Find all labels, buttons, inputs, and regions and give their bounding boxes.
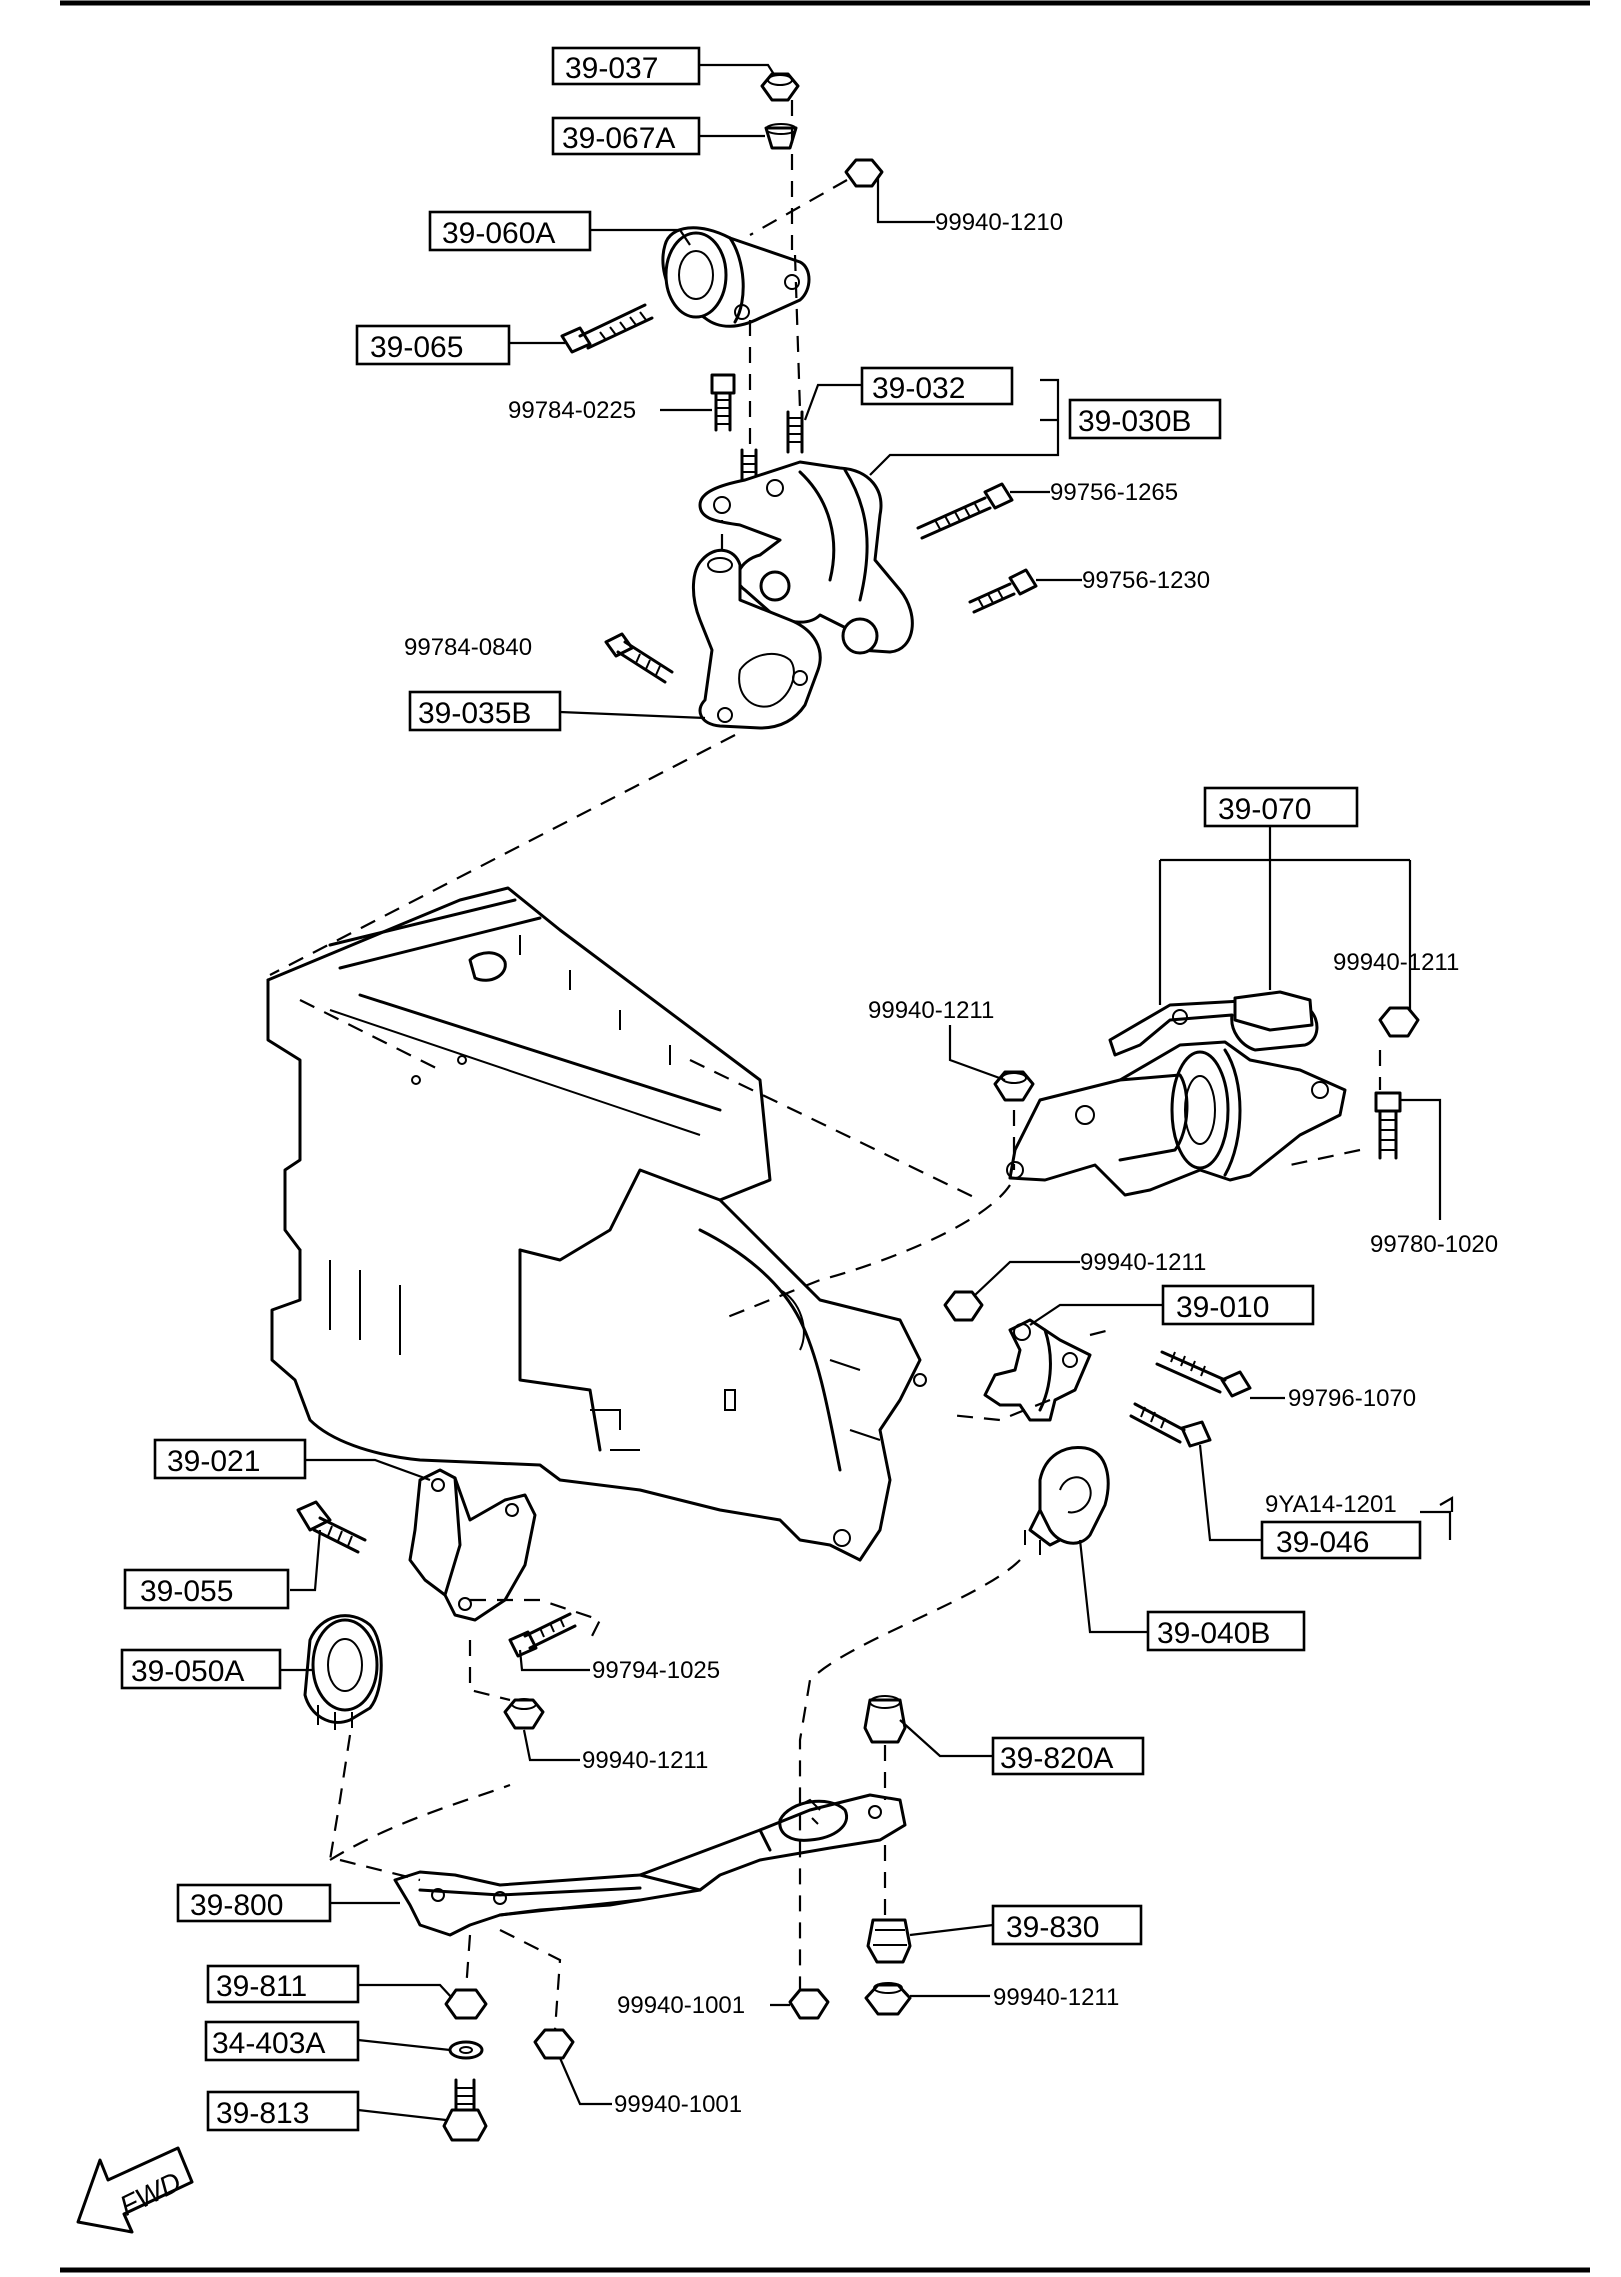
- mount-39-040B: [1024, 1445, 1110, 1555]
- svg-text:39-067A: 39-067A: [562, 122, 675, 155]
- nut-39-811: [444, 1988, 488, 2020]
- rubber-39-830: [866, 1918, 912, 1964]
- washer-39-067A: [764, 123, 798, 150]
- nut-99940-1211-upper-right: [1378, 1006, 1420, 1038]
- svg-text:39-030B: 39-030B: [1078, 405, 1191, 438]
- washer-34-403A: [448, 2040, 484, 2060]
- bolt-99784-0225: [710, 373, 736, 432]
- callout-39-813: 39-813: [206, 2090, 360, 2132]
- svg-text:39-040B: 39-040B: [1157, 1617, 1270, 1650]
- svg-text:39-021: 39-021: [167, 1445, 260, 1478]
- callout-39-037: 39-037: [551, 46, 701, 86]
- callout-39-067A: 39-067A: [551, 116, 701, 156]
- label-99794-1025: 99794-1025: [592, 1657, 720, 1684]
- svg-text:39-032: 39-032: [872, 372, 965, 405]
- nut-99940-1211-mount: [993, 1070, 1035, 1102]
- nut-99940-1001-center: [788, 1988, 830, 2020]
- bolt-39-055: [296, 1500, 367, 1554]
- bracket-39-030B: [698, 460, 914, 655]
- callout-39-070: 39-070: [1203, 786, 1359, 828]
- svg-text:39-811: 39-811: [216, 1970, 307, 2003]
- fwd-direction-arrow: FWD: [76, 2146, 194, 2234]
- engine-block-outline: [266, 886, 927, 1562]
- svg-text:39-070: 39-070: [1218, 793, 1311, 826]
- bolt-99756-1230: [968, 568, 1038, 614]
- svg-text:39-800: 39-800: [190, 1889, 283, 1922]
- svg-text:39-010: 39-010: [1176, 1291, 1269, 1324]
- label-99940-1210: 99940-1210: [935, 209, 1063, 236]
- callout-39-021: 39-021: [153, 1438, 307, 1480]
- callout-39-820A: 39-820A: [991, 1736, 1145, 1776]
- bracket-39-010: [983, 1318, 1092, 1422]
- svg-text:39-813: 39-813: [216, 2097, 309, 2130]
- label-99940-1211-lower-left: 99940-1211: [582, 1747, 708, 1774]
- bolt-39-065: [560, 303, 654, 354]
- callout-34-403A: 34-403A: [204, 2020, 360, 2062]
- assembly-dashed-lines: [269, 100, 1382, 2031]
- label-99940-1211-trans: 99940-1211: [1080, 1249, 1206, 1276]
- callout-39-050A: 39-050A: [120, 1648, 282, 1690]
- svg-text:39-060A: 39-060A: [442, 217, 555, 250]
- callout-39-800: 39-800: [176, 1883, 332, 1923]
- svg-text:39-035B: 39-035B: [418, 697, 531, 730]
- callout-39-830: 39-830: [991, 1904, 1143, 1946]
- rubber-39-820A: [863, 1695, 907, 1744]
- callout-39-040B: 39-040B: [1146, 1610, 1306, 1652]
- bolt-39-813: [442, 2078, 488, 2142]
- bolt-39-046: [1129, 1402, 1212, 1448]
- mount-39-070-bracket: [1108, 990, 1319, 1057]
- mount-39-070-body: [1006, 1040, 1347, 1197]
- bolt-99780-1020: [1374, 1091, 1402, 1160]
- nut-99940-1001-lower: [533, 2028, 575, 2060]
- bolt-99784-0840: [604, 632, 674, 684]
- label-99940-1001-lower: 99940-1001: [614, 2091, 742, 2118]
- label-99796-1070: 99796-1070: [1288, 1385, 1416, 1412]
- label-99756-1230: 99756-1230: [1082, 567, 1210, 594]
- callout-39-010: 39-010: [1161, 1284, 1315, 1326]
- label-99940-1211-mount: 99940-1211: [868, 997, 994, 1024]
- bolt-99756-1265: [916, 482, 1014, 540]
- svg-text:39-037: 39-037: [565, 52, 658, 85]
- svg-text:39-050A: 39-050A: [131, 1655, 244, 1688]
- upper-mount-39-060A: [661, 226, 811, 328]
- bolt-99796-1070: [1155, 1350, 1252, 1398]
- mount-39-050A: [303, 1614, 383, 1730]
- svg-text:39-820A: 39-820A: [1000, 1742, 1113, 1775]
- label-99784-0840: 99784-0840: [404, 634, 532, 661]
- nut-39-037: [760, 72, 800, 102]
- callout-39-030B: 39-030B: [1068, 398, 1222, 440]
- svg-text:39-055: 39-055: [140, 1575, 233, 1608]
- callout-39-032: 39-032: [860, 366, 1014, 406]
- callout-39-065: 39-065: [355, 324, 511, 366]
- callout-39-046: 39-046: [1260, 1520, 1422, 1560]
- svg-text:39-065: 39-065: [370, 331, 463, 364]
- nut-99940-1210: [844, 158, 884, 188]
- leader-lines: [280, 63, 1454, 2122]
- nut-99940-1211-lower-left: [503, 1698, 545, 1730]
- nut-99940-1211-trans: [943, 1290, 984, 1322]
- callout-39-811: 39-811: [206, 1964, 360, 2004]
- bracket-39-021: [408, 1468, 537, 1622]
- label-99780-1020: 99780-1020: [1370, 1231, 1498, 1258]
- nut-99940-1211-lower-right: [864, 1982, 912, 2016]
- label-99756-1265: 99756-1265: [1050, 479, 1178, 506]
- label-99940-1001-center: 99940-1001: [617, 1992, 745, 2019]
- bolt-99794-1025: [508, 1612, 577, 1658]
- label-9YA14-1201: 9YA14-1201: [1265, 1491, 1397, 1518]
- label-99940-1211-upper-right: 99940-1211: [1333, 949, 1459, 976]
- label-99784-0225: 99784-0225: [508, 397, 636, 424]
- label-99940-1211-lower-right: 99940-1211: [993, 1984, 1119, 2011]
- crossmember-39-800: [393, 1793, 907, 1937]
- callout-39-055: 39-055: [123, 1568, 290, 1610]
- callout-39-035B: 39-035B: [408, 690, 562, 732]
- svg-text:39-046: 39-046: [1276, 1526, 1369, 1559]
- bracket-39-035B: [691, 549, 822, 730]
- svg-text:39-830: 39-830: [1006, 1911, 1099, 1944]
- svg-text:34-403A: 34-403A: [212, 2027, 325, 2060]
- callout-39-060A: 39-060A: [428, 210, 592, 252]
